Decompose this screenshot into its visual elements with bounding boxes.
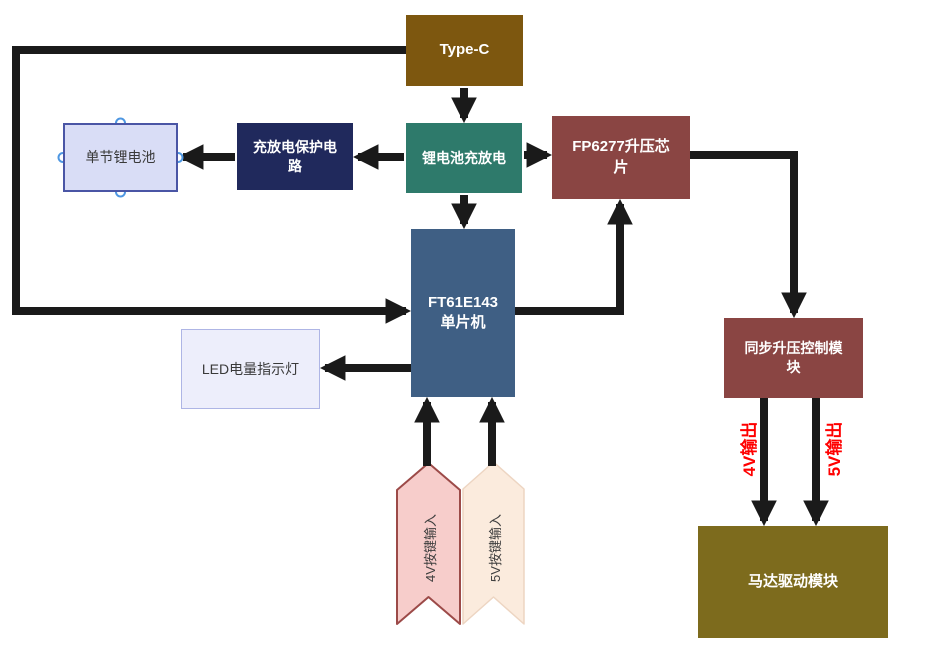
banner-4v-key-label: 4V按键输入 — [422, 514, 437, 582]
node-label: 马达驱动模块 — [747, 572, 838, 590]
node-label-line2: 路 — [288, 157, 302, 174]
node-label: LED电量指示灯 — [201, 360, 300, 377]
node-label: 单节锂电池 — [85, 149, 156, 166]
node-type-c[interactable]: Type-C — [406, 15, 523, 86]
output-5v-label[interactable]: 5V输出 — [824, 421, 844, 477]
node-label: 锂电池充放电 — [422, 149, 506, 166]
node-ft61e143-mcu[interactable]: FT61E143 单片机 — [411, 229, 515, 397]
node-label: Type-C — [439, 41, 490, 59]
connector-mcu-to-fp6277[interactable] — [515, 198, 633, 315]
node-label-line1: FP6277升压芯 — [572, 138, 670, 156]
node-label-line2: 块 — [786, 359, 801, 375]
banner-5v-key-label: 5V按键输入 — [487, 514, 502, 582]
node-led-indicator[interactable]: LED电量指示灯 — [181, 329, 320, 409]
node-motor-drive[interactable]: 马达驱动模块 — [698, 526, 888, 638]
node-label-line1: FT61E143 — [427, 293, 499, 311]
node-label-line2: 片 — [613, 158, 629, 176]
node-fp6277-boost-chip[interactable]: FP6277升压芯 片 — [552, 116, 690, 199]
banner-4v-key-shape[interactable] — [396, 462, 461, 625]
node-charge-protect-circuit[interactable]: 充放电保护电 路 — [237, 123, 353, 190]
node-li-battery-charge[interactable]: 锂电池充放电 — [406, 123, 522, 193]
output-4v-label[interactable]: 4V输出 — [739, 421, 759, 477]
banner-5v-key-shape[interactable] — [462, 461, 525, 625]
node-sync-boost-control[interactable]: 同步升压控制模 块 — [724, 318, 863, 398]
node-label-line1: 充放电保护电 — [253, 138, 337, 155]
connector-fp6277-to-sync[interactable] — [690, 151, 807, 319]
connector-typec-loop-to-mcu[interactable] — [12, 46, 412, 324]
node-label-line2: 单片机 — [440, 314, 486, 331]
node-label-line1: 同步升压控制模 — [744, 340, 843, 357]
node-single-cell-battery[interactable]: 单节锂电池 — [63, 123, 178, 192]
